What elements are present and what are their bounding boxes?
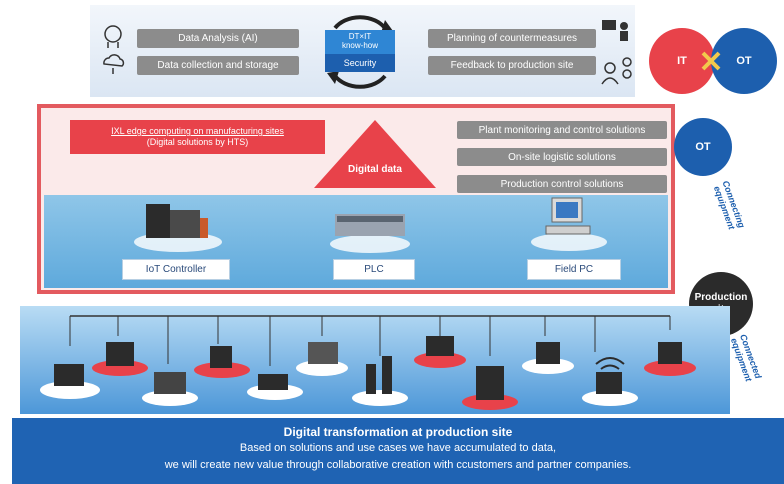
banner-line1: Based on solutions and use cases we have…: [239, 442, 557, 454]
field-pc-icon: [531, 197, 607, 251]
banner-heading: Digital transformation at production sit…: [283, 425, 513, 439]
banner-line2: we will create new value through collabo…: [164, 459, 632, 471]
digital-data-triangle: [314, 120, 436, 188]
security-label: Security: [325, 54, 395, 72]
edge-title-line1: IXL edge computing on manufacturing site…: [111, 126, 284, 136]
plc-label: PLC: [333, 259, 415, 280]
connecting-equipment-label: Connecting equipment: [711, 179, 747, 231]
iot-controller-label: IoT Controller: [122, 259, 230, 280]
team-icons: [601, 20, 632, 85]
feedback-pill: Feedback to production site: [428, 56, 596, 75]
edge-computing-title: IXL edge computing on manufacturing site…: [70, 120, 325, 154]
dx-banner: Digital transformation at production sit…: [12, 418, 784, 484]
data-analysis-pill: Data Analysis (AI): [137, 29, 299, 48]
dx-know-how-label: DT×IT know-how: [325, 30, 395, 54]
people-gears-icon: [601, 57, 632, 85]
planning-pill: Planning of countermeasures: [428, 29, 596, 48]
plc-icon: [330, 214, 410, 253]
wifi-icon: [595, 357, 625, 370]
field-pc-label: Field PC: [527, 259, 621, 280]
iot-controller-icon: [134, 204, 222, 252]
digital-data-label: Digital data: [348, 164, 402, 175]
edge-title-line2: (Digital solutions by HTS): [146, 137, 249, 147]
plant-monitoring-pill: Plant monitoring and control solutions: [457, 121, 667, 139]
monitor-people-icon: [602, 20, 628, 41]
production-floor-illustration: [40, 315, 696, 410]
brain-icon: [104, 25, 122, 48]
ot-circle: OT: [711, 28, 777, 94]
logistic-pill: On-site logistic solutions: [457, 148, 667, 166]
cloud-icon: [103, 54, 125, 74]
ot-circle-secondary: OT: [674, 118, 732, 176]
production-control-pill: Production control solutions: [457, 175, 667, 193]
analysis-icons: [103, 25, 125, 74]
dx-know-how-box: DT×IT know-how Security: [325, 30, 395, 72]
it-circle: IT: [649, 28, 715, 94]
data-collection-pill: Data collection and storage: [137, 56, 299, 75]
cycle-arrows-icon: [327, 15, 393, 89]
cross-icon: [701, 51, 721, 71]
